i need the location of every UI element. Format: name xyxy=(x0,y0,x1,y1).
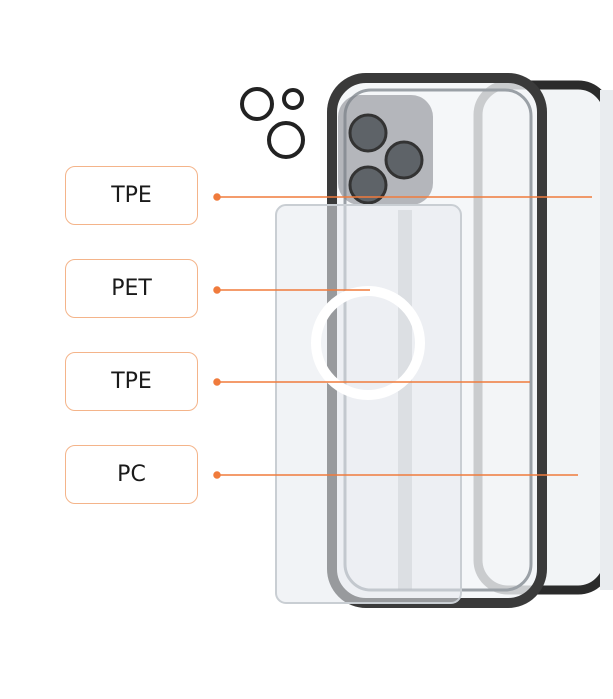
leader-dot xyxy=(213,471,221,479)
leader-dot xyxy=(213,286,221,294)
leader-dot xyxy=(213,378,221,386)
label-tpe-1: TPE xyxy=(65,166,198,225)
leader-lines xyxy=(213,193,592,479)
label-pet: PET xyxy=(65,259,198,318)
pet-film xyxy=(275,204,462,604)
label-tpe-2: TPE xyxy=(65,352,198,411)
leader-dot xyxy=(213,193,221,201)
lens-rings xyxy=(240,87,305,159)
label-pc: PC xyxy=(65,445,198,504)
